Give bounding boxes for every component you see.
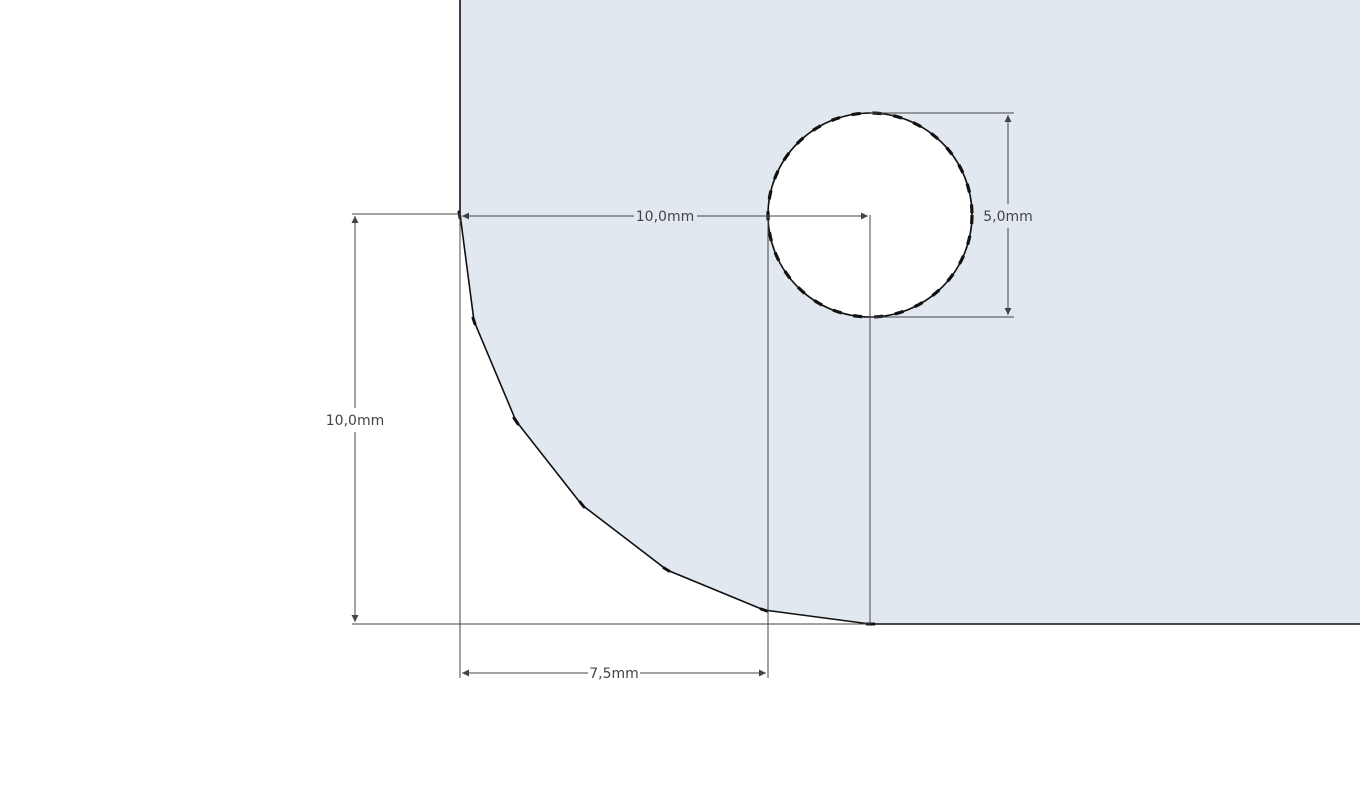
dimension-fillet-height[interactable]: 10,0mm [326, 216, 384, 622]
dimension-label-hole-diameter: 5,0mm [983, 209, 1033, 225]
dimension-fillet-to-hole-edge[interactable]: 7,5mm [462, 666, 766, 682]
dimension-label-fillet-height: 10,0mm [326, 413, 384, 429]
dimension-hole-diameter[interactable]: 5,0mm [983, 115, 1033, 315]
dimension-hole-offset-x[interactable]: 10,0mm [462, 209, 868, 225]
extension-lines [352, 112, 1014, 678]
plate-face[interactable] [460, 0, 1360, 624]
dimension-label-fillet-to-hole-edge: 7,5mm [589, 666, 639, 682]
dimension-label-hole-offset-x: 10,0mm [636, 209, 694, 225]
fillet-vertex-marks [457, 210, 876, 626]
